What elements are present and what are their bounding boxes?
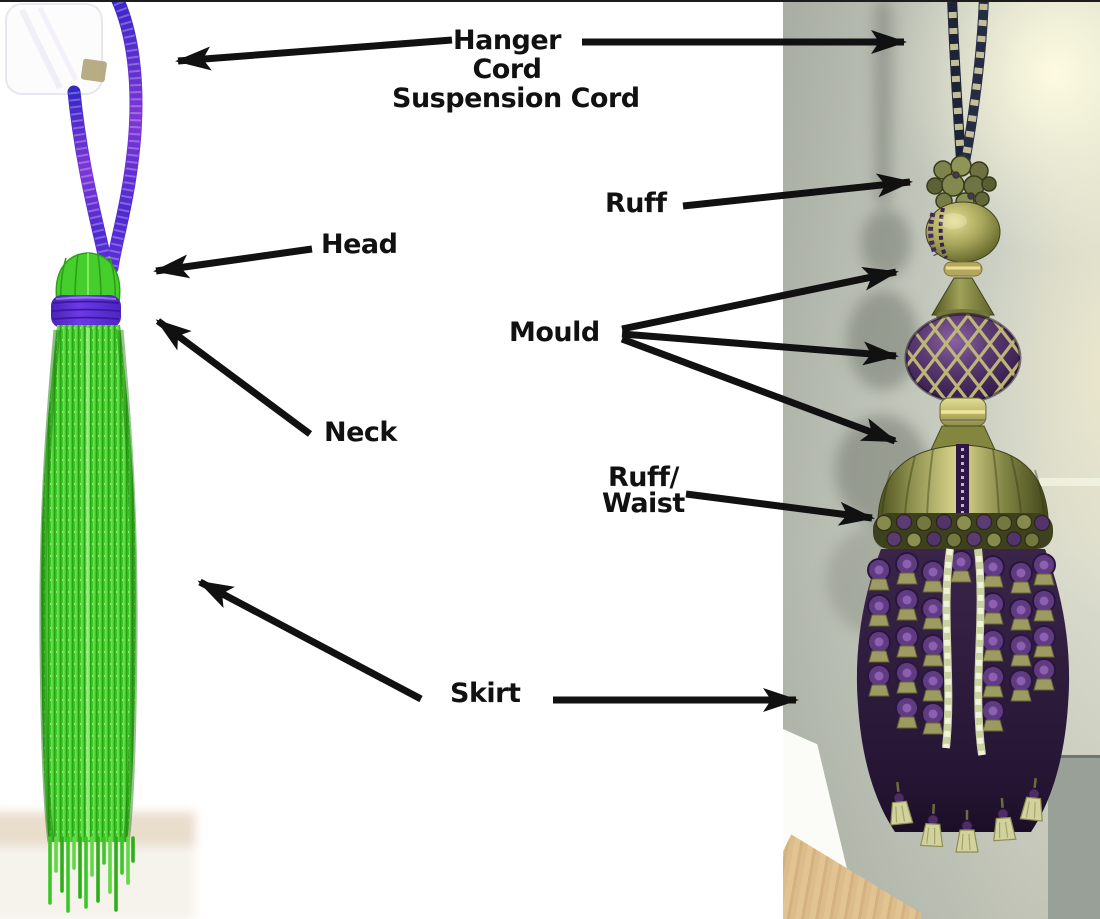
- label-neck: Neck: [324, 417, 397, 448]
- upper-mould-ball: [925, 201, 1001, 263]
- right-tassel-photo: [783, 0, 1100, 919]
- ruff-knot-cluster: [926, 155, 997, 212]
- bell-mould: [877, 444, 1049, 518]
- gold-ring-band: [943, 261, 983, 277]
- label-mould: Mould: [509, 317, 600, 348]
- label-hanger-line2: Cord: [472, 54, 542, 85]
- netted-mould-ball: [904, 312, 1022, 404]
- tassel-skirt: [39, 325, 138, 843]
- label-hanger-cord: Hanger Cord Suspension Cord: [392, 25, 640, 114]
- skirt-strand-tips: [48, 836, 135, 913]
- ruff-waist-band: [873, 513, 1053, 549]
- top-border: [0, 0, 1100, 2]
- suspension-cord: [67, 0, 143, 275]
- plastic-clip: [5, 3, 107, 95]
- skirt-twisted-cords: [942, 548, 986, 756]
- tassel-head: [55, 252, 121, 303]
- left-tassel-photo: [0, 0, 195, 919]
- waist-cylinder: [929, 397, 997, 453]
- background-ledge: [1048, 755, 1100, 919]
- label-hanger-line1: Hanger: [453, 25, 562, 56]
- windowsill-edge: [1036, 478, 1100, 486]
- label-skirt: Skirt: [450, 678, 521, 709]
- twisted-hanger-cord: [947, 0, 989, 163]
- label-ruff-waist-line2: Waist: [602, 488, 685, 519]
- label-hanger-line3: Suspension Cord: [392, 83, 640, 114]
- label-ruff-waist: Ruff/ Waist: [602, 462, 685, 519]
- label-ruff: Ruff: [605, 188, 667, 219]
- tassel-neck: [51, 295, 121, 328]
- label-head: Head: [321, 229, 398, 260]
- label-ruff-waist-line1: Ruff/: [607, 462, 679, 493]
- ornate-tassel-drawing: [827, 0, 1070, 854]
